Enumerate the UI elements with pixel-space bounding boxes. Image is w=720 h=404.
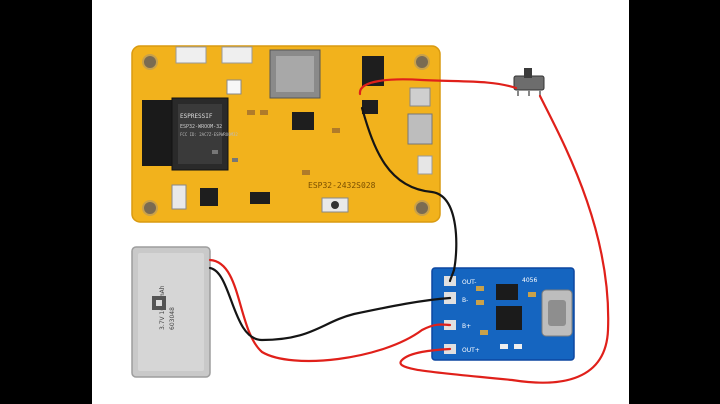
wire-black-out-minus <box>360 106 458 283</box>
wires <box>208 78 610 384</box>
board-model-silk: ESP32-2432S028 <box>308 181 376 190</box>
wiring-photo: ESPRESSIF ESP32-WROOM-32 FCC ID: 2AC7Z-E… <box>131 45 610 384</box>
micro-usb-port <box>409 87 431 107</box>
ic-chip <box>362 56 384 86</box>
ic-chip <box>292 112 314 130</box>
label-b-minus: B- <box>462 297 468 304</box>
charger-board: OUT- B- B+ OUT+ 4056 <box>431 267 575 361</box>
wire-red-out-plus <box>399 94 610 384</box>
wire-black-battery-minus <box>208 266 452 342</box>
usb-c-port <box>407 113 433 145</box>
rgb-led <box>226 79 242 95</box>
lipo-battery: 3.7V 1000mAh 603048 <box>131 246 211 378</box>
mount-hole <box>414 54 430 70</box>
label-out-minus: OUT- <box>462 279 476 286</box>
esp32-module: ESPRESSIF ESP32-WROOM-32 FCC ID: 2AC7Z-E… <box>142 97 238 171</box>
boot-button <box>171 184 187 210</box>
photo-canvas: ESPRESSIF ESP32-WROOM-32 FCC ID: 2AC7Z-E… <box>92 0 629 404</box>
mount-hole <box>142 200 158 216</box>
label-b-plus: B+ <box>462 323 471 330</box>
module-model-text: ESP32-WROOM-32 <box>180 124 222 130</box>
battery-label-2: 603048 <box>169 307 176 330</box>
jst-connector <box>221 46 253 64</box>
module-brand-text: ESPRESSIF <box>180 113 213 120</box>
jst-connector <box>417 155 433 175</box>
ic-chip <box>362 100 378 114</box>
ic-chip <box>200 188 218 206</box>
mount-hole <box>142 54 158 70</box>
slide-switch[interactable] <box>513 68 545 96</box>
module-cert-text: FCC ID: 2AC7Z-ESPWROOM32 <box>180 132 238 137</box>
wire-red-switch-in <box>358 78 518 96</box>
esp32-board: ESPRESSIF ESP32-WROOM-32 FCC ID: 2AC7Z-E… <box>131 45 441 223</box>
label-out-plus: OUT+ <box>462 347 480 354</box>
chip-label: 4056 <box>522 277 537 284</box>
mount-hole <box>414 200 430 216</box>
protection-ic <box>496 284 518 300</box>
jst-connector <box>175 46 207 64</box>
ic-chip <box>250 192 270 204</box>
tp4056-ic <box>496 306 522 330</box>
wire-red-battery-plus <box>208 258 452 363</box>
